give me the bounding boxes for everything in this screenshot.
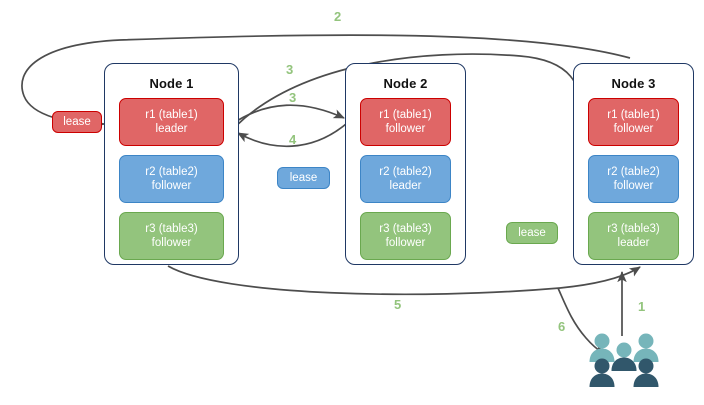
step-label-3-lower: 3 <box>289 90 297 105</box>
replica-r1[interactable]: r1 (table1) follower <box>360 98 451 146</box>
replica-name: r3 (table3) <box>379 223 432 235</box>
replica-r3[interactable]: r3 (table3) follower <box>360 212 451 260</box>
replica-r2[interactable]: r2 (table2) follower <box>119 155 224 203</box>
node-title: Node 3 <box>611 76 656 91</box>
lease-badge-r2[interactable]: lease <box>277 167 330 189</box>
step-label-2: 2 <box>334 9 342 24</box>
replica-name: r1 (table1) <box>607 109 660 121</box>
arrow-step-5 <box>167 265 641 296</box>
replica-r3[interactable]: r3 (table3) follower <box>119 212 224 260</box>
replica-role: follower <box>613 123 654 135</box>
node-card-1[interactable]: Node 1 r1 (table1) leader r2 (table2) fo… <box>104 63 239 265</box>
step-label-6: 6 <box>558 319 566 334</box>
step-label-1: 1 <box>638 299 646 314</box>
replica-role: follower <box>385 123 426 135</box>
replica-name: r3 (table3) <box>607 223 660 235</box>
step-label-4: 4 <box>289 132 297 147</box>
node-title: Node 1 <box>149 76 194 91</box>
replica-name: r2 (table2) <box>379 166 432 178</box>
node-card-3[interactable]: Node 3 r1 (table1) follower r2 (table2) … <box>573 63 694 265</box>
lease-badge-r1[interactable]: lease <box>52 111 102 133</box>
node-title: Node 2 <box>383 76 428 91</box>
replica-role: follower <box>151 180 192 192</box>
step-label-3-upper: 3 <box>286 62 294 77</box>
replica-r2[interactable]: r2 (table2) leader <box>360 155 451 203</box>
replica-name: r2 (table2) <box>145 166 198 178</box>
step-label-5: 5 <box>394 297 402 312</box>
replica-role: follower <box>613 180 654 192</box>
replica-r2[interactable]: r2 (table2) follower <box>588 155 679 203</box>
replica-r1[interactable]: r1 (table1) leader <box>119 98 224 146</box>
replica-role: follower <box>385 237 426 249</box>
replica-role: leader <box>389 180 422 192</box>
replica-name: r1 (table1) <box>145 109 198 121</box>
replica-role: follower <box>151 237 192 249</box>
replica-name: r1 (table1) <box>379 109 432 121</box>
replica-name: r3 (table3) <box>145 223 198 235</box>
lease-badge-r3[interactable]: lease <box>506 222 558 244</box>
replica-name: r2 (table2) <box>607 166 660 178</box>
node-card-2[interactable]: Node 2 r1 (table1) follower r2 (table2) … <box>345 63 466 265</box>
users-icon <box>589 333 659 387</box>
replica-r3[interactable]: r3 (table3) leader <box>588 212 679 260</box>
replica-role: leader <box>617 237 650 249</box>
replica-r1[interactable]: r1 (table1) follower <box>588 98 679 146</box>
arrow-step-3-node2 <box>231 104 345 125</box>
replica-role: leader <box>155 123 188 135</box>
